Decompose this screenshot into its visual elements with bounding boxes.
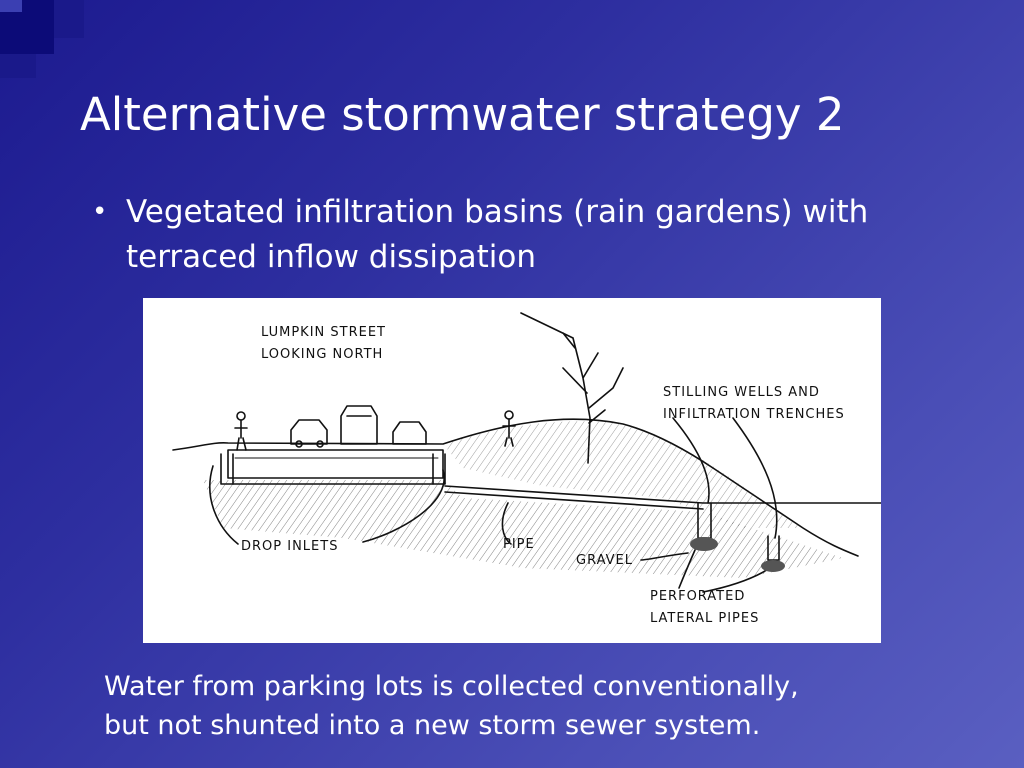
label-stilling-2: INFILTRATION TRENCHES [663, 407, 845, 422]
label-drop-inlets: DROP INLETS [241, 539, 338, 554]
label-stilling-1: STILLING WELLS AND [663, 385, 820, 400]
corner-block [0, 0, 22, 12]
label-perforated-1: PERFORATED [650, 589, 745, 604]
cross-section-sketch: LUMPKIN STREET LOOKING NORTH STILLING WE… [143, 298, 881, 643]
sketch-drawing: LUMPKIN STREET LOOKING NORTH STILLING WE… [172, 312, 881, 626]
bullet-text: Vegetated infiltration basins (rain gard… [126, 194, 869, 275]
label-gravel: GRAVEL [576, 553, 633, 568]
gravel-pit [761, 560, 785, 572]
label-street-1: LUMPKIN STREET [261, 325, 386, 340]
slide-title: Alternative stormwater strategy 2 [80, 88, 845, 141]
label-street-2: LOOKING NORTH [261, 347, 383, 362]
caption-line: Water from parking lots is collected con… [104, 671, 799, 702]
label-perforated-2: LATERAL PIPES [650, 611, 759, 626]
corner-block [54, 0, 84, 38]
bullet-dot-icon: • [92, 197, 108, 227]
label-pipe: PIPE [503, 537, 535, 552]
caption: Water from parking lots is collected con… [104, 667, 984, 745]
caption-line: but not shunted into a new storm sewer s… [104, 710, 761, 741]
gravel-pit [690, 537, 718, 551]
corner-block [0, 54, 36, 78]
bullet-item: • Vegetated infiltration basins (rain ga… [92, 190, 932, 280]
